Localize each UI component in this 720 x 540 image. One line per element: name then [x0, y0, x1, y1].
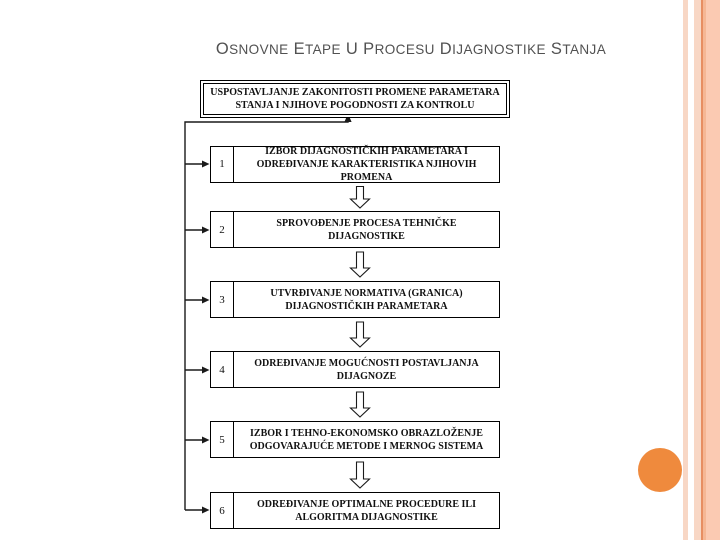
step-number: 4: [211, 352, 234, 387]
step-label: SPROVOĐENJE PROCESA TEHNIČKE DIJAGNOSTIK…: [276, 217, 457, 242]
step-number: 2: [211, 212, 234, 247]
right-arrowhead-icons: [202, 160, 210, 514]
step-number: 3: [211, 282, 234, 317]
slide-title: OSNOVNE ETAPE U PROCESU DIJAGNOSTIKE STA…: [215, 40, 607, 58]
flowchart-step-3: 3 UTVRĐIVANJE NORMATIVA (GRANICA) DIJAGN…: [210, 281, 500, 318]
rail-branches: [185, 163, 203, 511]
edge-stripe: [706, 0, 720, 540]
step-label: ODREĐIVANJE OPTIMALNE PROCEDURE ILI ALGO…: [256, 498, 476, 523]
flowchart-step-5: 5 IZBOR I TEHNO-EKONOMSKO OBRAZLOŽENJE O…: [210, 421, 500, 458]
edge-stripe: [694, 0, 701, 540]
step-number: 1: [211, 146, 234, 182]
step-label: UTVRĐIVANJE NORMATIVA (GRANICA) DIJAGNOS…: [270, 287, 463, 312]
edge-stripe: [703, 0, 706, 540]
step-number: 5: [211, 422, 234, 457]
flowchart-top-box: USPOSTAVLJANJE ZAKONITOSTI PROMENE PARAM…: [200, 80, 510, 118]
step-label: IZBOR DIJAGNOSTIČKIH PARAMETARA I ODREĐI…: [256, 145, 477, 183]
flowchart-top-box-inner: USPOSTAVLJANJE ZAKONITOSTI PROMENE PARAM…: [203, 83, 507, 115]
step-number: 6: [211, 493, 234, 528]
flowchart-step-1: 1 IZBOR DIJAGNOSTIČKIH PARAMETARA I ODRE…: [210, 145, 500, 183]
edge-stripe: [683, 0, 688, 540]
flowchart-step-2: 2 SPROVOĐENJE PROCESA TEHNIČKE DIJAGNOST…: [210, 211, 500, 248]
edge-stripe-accent-line: [701, 0, 703, 540]
step-label: ODREĐIVANJE MOGUĆNOSTI POSTAVLJANJA DIJA…: [254, 357, 479, 382]
flowchart-step-4: 4 ODREĐIVANJE MOGUĆNOSTI POSTAVLJANJA DI…: [210, 351, 500, 388]
top-box-label: USPOSTAVLJANJE ZAKONITOSTI PROMENE PARAM…: [210, 87, 500, 111]
step-label: IZBOR I TEHNO-EKONOMSKO OBRAZLOŽENJE ODG…: [249, 427, 484, 452]
accent-circle: [638, 448, 682, 492]
flowchart-step-6: 6 ODREĐIVANJE OPTIMALNE PROCEDURE ILI AL…: [210, 492, 500, 529]
